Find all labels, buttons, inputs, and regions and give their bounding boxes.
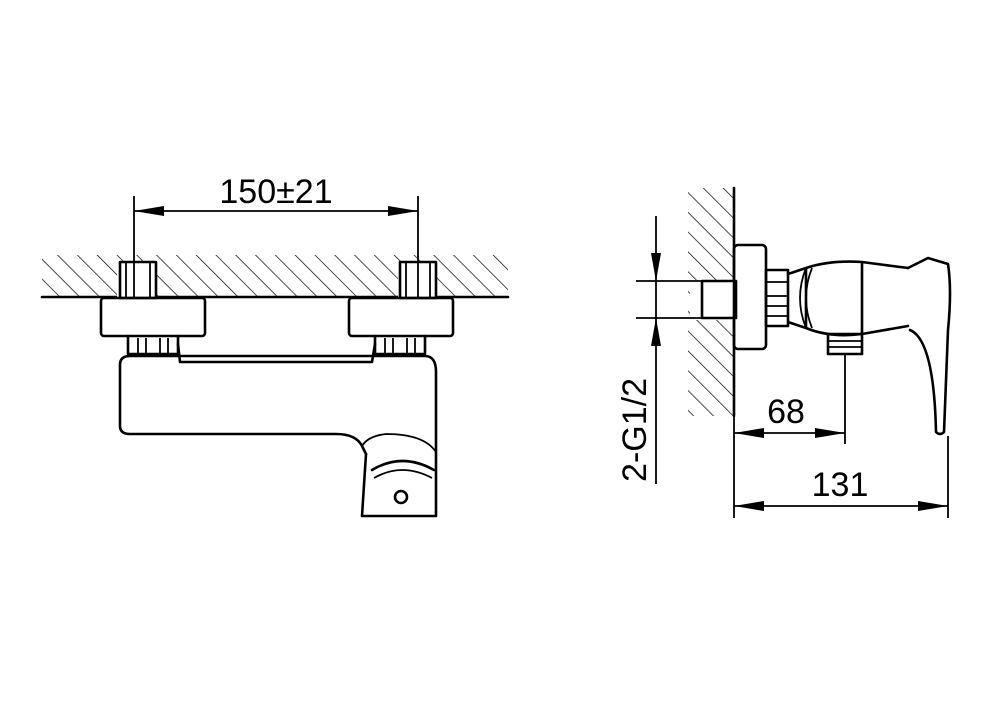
mixer-body bbox=[118, 354, 438, 514]
thread-dimension-label: 2-G1/2 bbox=[616, 378, 654, 482]
side-escutcheon bbox=[732, 243, 768, 351]
side-outlet bbox=[826, 332, 864, 356]
spout bbox=[360, 433, 438, 518]
side-wall-hatching bbox=[688, 186, 736, 418]
left-flange bbox=[99, 296, 207, 338]
front-view: 150±21 bbox=[40, 173, 510, 518]
depth-inlet-dimension-label: 68 bbox=[767, 393, 805, 431]
depth-total-dimension: 131 bbox=[734, 436, 949, 518]
depth-inlet-dimension: 68 bbox=[733, 354, 846, 518]
right-flange bbox=[347, 296, 455, 338]
right-connector bbox=[373, 334, 427, 356]
connection-bar bbox=[176, 342, 377, 364]
left-inlet-pipe bbox=[117, 260, 158, 300]
left-connector bbox=[126, 334, 180, 356]
side-view: 2-G1/2 68 131 bbox=[616, 186, 952, 518]
side-lever-handle bbox=[906, 256, 952, 436]
depth-total-dimension-label: 131 bbox=[812, 466, 869, 504]
aerator-outlet bbox=[393, 489, 409, 505]
right-inlet-pipe bbox=[398, 260, 438, 300]
spacing-dimension: 150±21 bbox=[133, 173, 419, 298]
thread-dimension: 2-G1/2 bbox=[616, 216, 702, 484]
spacing-dimension-label: 150±21 bbox=[219, 173, 332, 211]
side-connector-nut bbox=[764, 268, 790, 328]
front-wall-hatching bbox=[40, 255, 510, 299]
side-inlet-pipe bbox=[700, 279, 738, 320]
